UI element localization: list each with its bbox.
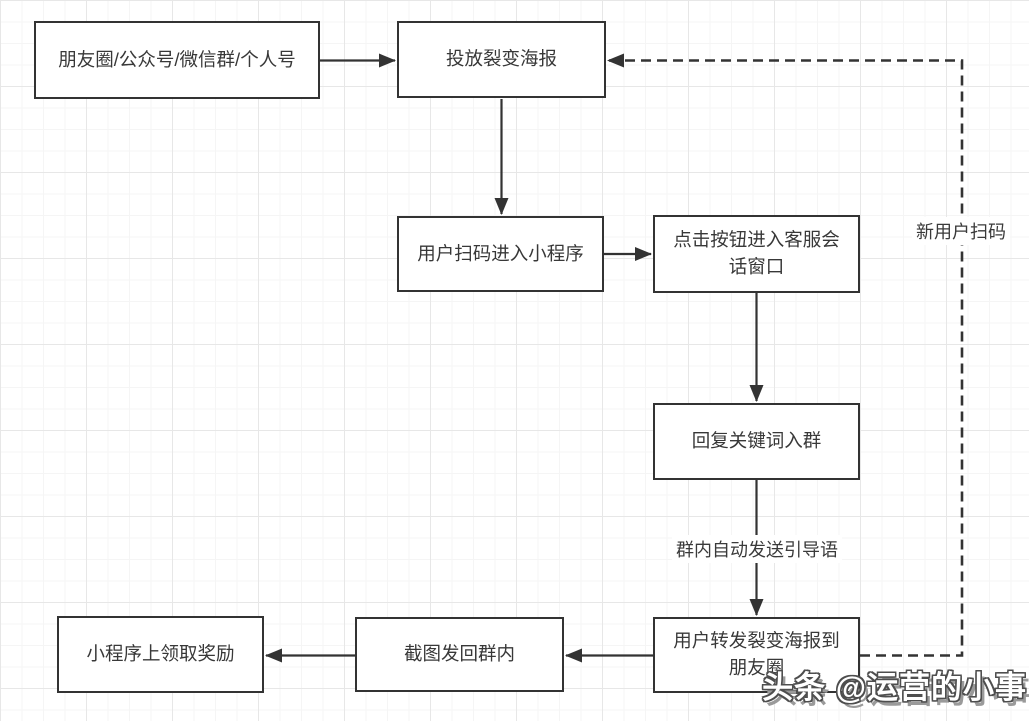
flow-node-label: 截图发回群内 xyxy=(403,643,515,665)
flow-node-label: 朋友圈/公众号/微信群/个人号 xyxy=(58,48,296,70)
flow-node-forward-poster: 用户转发裂变海报到朋友圈 xyxy=(653,617,860,693)
flow-node-source-channels: 朋友圈/公众号/微信群/个人号 xyxy=(34,21,320,99)
flow-node-label: 回复关键词入群 xyxy=(691,430,822,452)
edge-forward-to-poster-dashed xyxy=(607,53,964,657)
flow-node-screenshot-back: 截图发回群内 xyxy=(355,617,564,692)
flow-node-reply-keyword: 回复关键词入群 xyxy=(653,403,860,480)
edge-label-auto-guide: 群内自动发送引导语 xyxy=(672,535,842,563)
flow-node-scan-enter-miniprogram: 用户扫码进入小程序 xyxy=(397,216,604,292)
flow-node-claim-reward: 小程序上领取奖励 xyxy=(57,616,264,693)
flow-node-label: 用户转发裂变海报到朋友圈 xyxy=(673,630,840,678)
flow-node-click-button-service: 点击按钮进入客服会话窗口 xyxy=(653,215,860,293)
watermark-toutiao: 头条 @运营的小事 xyxy=(762,670,1027,705)
flow-node-label: 投放裂变海报 xyxy=(445,48,557,70)
watermark-underline xyxy=(781,690,813,694)
edge-label-new-user-scan: 新用户扫码 xyxy=(912,217,1010,245)
flow-node-label: 用户扫码进入小程序 xyxy=(417,242,584,264)
flow-node-label: 点击按钮进入客服会话窗口 xyxy=(673,229,840,277)
flow-node-post-poster: 投放裂变海报 xyxy=(397,21,606,98)
flow-node-label: 小程序上领取奖励 xyxy=(86,643,235,665)
